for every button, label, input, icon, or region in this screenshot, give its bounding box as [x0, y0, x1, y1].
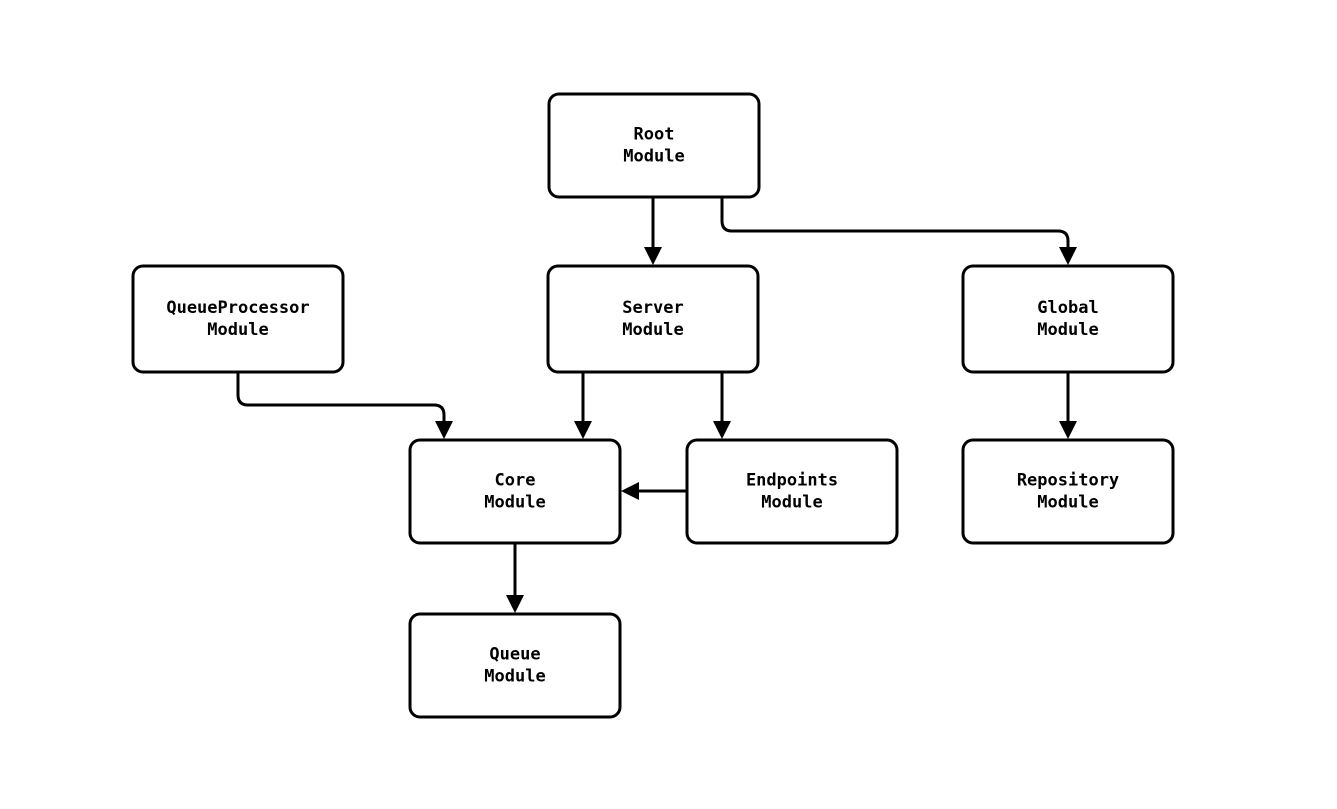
endpoints-module-node-label-line2: Module [761, 493, 822, 513]
edge-root-to-server [644, 197, 662, 265]
server-module-node-label-line2: Module [622, 320, 683, 340]
edge-endpoints-to-core [621, 482, 686, 500]
edge-core-to-queue [506, 544, 524, 613]
edge-core-to-queue-arrowhead-icon [506, 595, 524, 613]
queueprocessor-module-node-label-line2: Module [207, 320, 268, 340]
server-module-node-box[interactable] [546, 264, 760, 374]
edge-root-to-global-arrowhead-icon [1059, 247, 1077, 265]
core-module-node-label-line2: Module [484, 493, 545, 513]
queue-module-node-box[interactable] [408, 612, 622, 719]
edge-endpoints-to-core-arrowhead-icon [621, 482, 639, 500]
root-module-node-label-line2: Module [623, 147, 684, 167]
endpoints-module-node-label-line1: Endpoints [746, 471, 838, 491]
global-module-node-box[interactable] [961, 264, 1175, 374]
core-module-node-label-line1: Core [495, 471, 536, 491]
edge-queueprocessor-to-core [236, 373, 453, 439]
repository-module-node-label-line1: Repository [1017, 471, 1119, 491]
edge-server-to-endpoints [713, 373, 731, 439]
core-module-node-box[interactable] [408, 438, 622, 545]
edge-root-to-global-line [720, 197, 1070, 248]
queue-module-node-label-line1: Queue [489, 645, 540, 665]
edge-global-to-repository-arrowhead-icon [1059, 421, 1077, 439]
edge-server-to-endpoints-arrowhead-icon [713, 421, 731, 439]
queueprocessor-module-node-label-line1: QueueProcessor [166, 298, 309, 318]
endpoints-module-node-box[interactable] [685, 438, 899, 545]
server-module-node-label-line1: Server [622, 298, 683, 318]
repository-module-node-label-line2: Module [1037, 493, 1098, 513]
queue-module-node-label-line2: Module [484, 667, 545, 687]
edge-root-to-server-arrowhead-icon [644, 247, 662, 265]
edge-server-to-core-arrowhead-icon [574, 421, 592, 439]
edge-queueprocessor-to-core-line [236, 373, 446, 422]
repository-module-node-box[interactable] [961, 438, 1175, 545]
edge-queueprocessor-to-core-arrowhead-icon [435, 421, 453, 439]
edge-global-to-repository [1059, 373, 1077, 439]
global-module-node-label-line1: Global [1037, 298, 1098, 318]
edge-server-to-core [574, 373, 592, 439]
queueprocessor-module-node-box[interactable] [131, 264, 345, 374]
edge-root-to-global [720, 197, 1077, 265]
root-module-node-label-line1: Root [634, 125, 675, 145]
root-module-node-box[interactable] [547, 92, 761, 199]
global-module-node-label-line2: Module [1037, 320, 1098, 340]
edges-layer [236, 197, 1077, 613]
